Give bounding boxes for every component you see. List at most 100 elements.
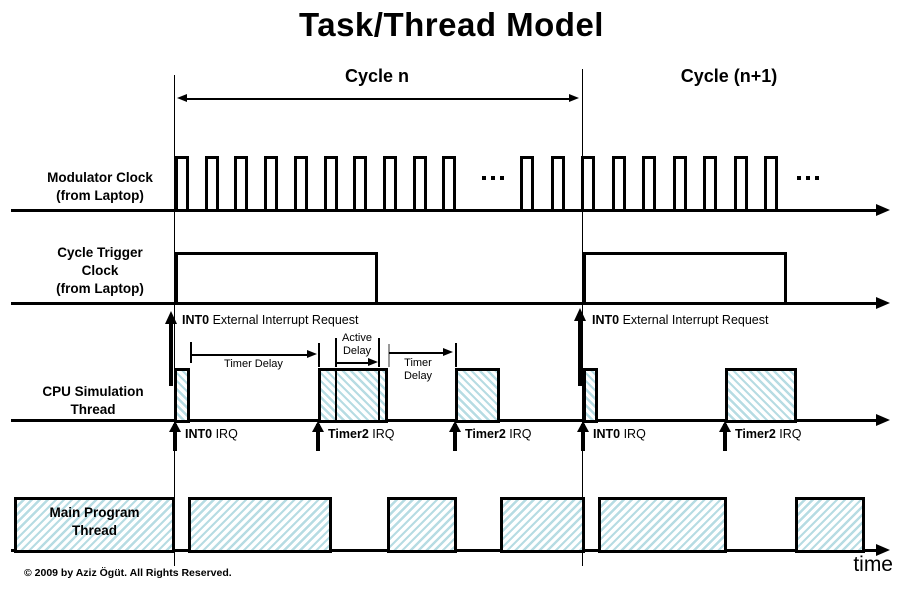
delay-tick [455, 343, 457, 367]
active-delay-label: Active Delay [342, 332, 372, 357]
delay-tick [318, 343, 320, 367]
int0-external-interrupt-request-label-2: INT0 External Interrupt Request [592, 313, 768, 327]
clock-pulse [324, 156, 338, 210]
irq-label: INT0 IRQ [185, 427, 238, 441]
clock-pulse [353, 156, 367, 210]
main-activity-block [598, 497, 727, 553]
clock-pulse [383, 156, 397, 210]
irq-label-rest-text: IRQ [775, 427, 802, 441]
cpu-activity-block [174, 368, 190, 423]
irq-label-bold-text: INT0 [593, 427, 621, 441]
clock-pulse [234, 156, 248, 210]
irq-label-rest-text: IRQ [505, 427, 532, 441]
irq-arrowhead [719, 421, 731, 432]
clock-pulse [703, 156, 717, 210]
irq-arrowhead [169, 421, 181, 432]
clock-pulse [175, 156, 189, 210]
delay-arrowhead-right [307, 350, 317, 358]
modulator-axis-line [11, 209, 878, 212]
main-activity-block [188, 497, 332, 553]
irq-label-rest-text: IRQ [368, 427, 395, 441]
irq-arrowhead [577, 421, 589, 432]
cycle-span-line [186, 98, 570, 100]
cycle-n1-label: Cycle (n+1) [680, 66, 778, 86]
page-title: Task/Thread Model [299, 6, 604, 43]
delay-tick [388, 344, 390, 367]
ellipsis-dot [500, 176, 504, 180]
main-activity-block [387, 497, 457, 553]
int0-request-rest-text: External Interrupt Request [209, 313, 359, 327]
clock-pulse [612, 156, 626, 210]
cycle-n-label: Cycle n [344, 66, 410, 86]
int0-external-interrupt-request-label-1: INT0 External Interrupt Request [182, 313, 358, 327]
irq-label-bold-text: Timer2 [465, 427, 506, 441]
cycle-span-arrowhead-left [177, 94, 187, 102]
clock-pulse [264, 156, 278, 210]
timer-delay-2-label: Timer Delay [403, 357, 433, 382]
cpu-activity-block [318, 368, 388, 423]
delay-arrow-line [336, 362, 370, 364]
cpu-axis-arrowhead [876, 414, 890, 426]
cpu-block-divider [335, 368, 337, 420]
cpu-simulation-thread-row-label: CPU Simulation Thread [42, 384, 144, 417]
irq-label-bold-text: Timer2 [735, 427, 776, 441]
clock-pulse [205, 156, 219, 210]
irq-arrowhead [449, 421, 461, 432]
int0-request-arrowhead [165, 311, 177, 324]
irq-label-rest-text: IRQ [620, 427, 646, 441]
timer-delay-1-label: Timer Delay [224, 358, 283, 370]
main-activity-block [795, 497, 865, 553]
irq-label-rest-text: IRQ [212, 427, 238, 441]
time-axis-label: time [853, 553, 893, 576]
int0-request-arrow-shaft [578, 317, 582, 386]
trigger-pulse [583, 252, 787, 303]
int0-request-arrowhead [574, 308, 586, 321]
cpu-axis-line [11, 419, 878, 422]
clock-pulse [520, 156, 534, 210]
cpu-activity-block [583, 368, 598, 423]
delay-arrow-line [389, 352, 445, 354]
irq-arrow-shaft [723, 424, 727, 451]
irq-arrow-shaft [316, 424, 320, 451]
trigger-pulse [175, 252, 378, 303]
irq-arrow-shaft [581, 424, 585, 451]
irq-arrow-shaft [173, 424, 177, 451]
int0-request-rest-text: External Interrupt Request [619, 313, 769, 327]
irq-arrowhead [312, 421, 324, 432]
cycle-trigger-clock-row-label: Cycle Trigger Clock (from Laptop) [56, 245, 144, 296]
cycle-span-arrowhead-right [569, 94, 579, 102]
clock-pulse [581, 156, 595, 210]
trigger-axis-line [11, 302, 878, 305]
irq-label: INT0 IRQ [593, 427, 646, 441]
irq-arrow-shaft [453, 424, 457, 451]
main-axis-arrowhead [876, 544, 890, 556]
cpu-activity-block [725, 368, 797, 423]
ellipsis-dot [491, 176, 495, 180]
clock-pulse [642, 156, 656, 210]
clock-pulse [734, 156, 748, 210]
clock-pulse [294, 156, 308, 210]
irq-label: Timer2 IRQ [465, 427, 531, 441]
delay-tick [335, 338, 337, 367]
clock-pulse [551, 156, 565, 210]
delay-arrowhead-right [368, 358, 378, 366]
delay-arrowhead-right [443, 348, 453, 356]
main-activity-block [14, 497, 175, 553]
irq-label-bold-text: Timer2 [328, 427, 369, 441]
irq-label-bold-text: INT0 [185, 427, 213, 441]
clock-pulse [764, 156, 778, 210]
ellipsis-dot [815, 176, 819, 180]
delay-arrow-line [191, 354, 309, 356]
ellipsis-dot [482, 176, 486, 180]
int0-request-bold-text: INT0 [592, 313, 620, 327]
clock-pulse [413, 156, 427, 210]
main-program-thread-row-label: Main Program Thread [49, 505, 140, 538]
irq-label: Timer2 IRQ [735, 427, 801, 441]
int0-request-arrow-shaft [169, 320, 173, 386]
main-activity-block [500, 497, 585, 553]
clock-pulse [442, 156, 456, 210]
delay-tick [378, 338, 380, 367]
cpu-block-divider [378, 368, 380, 420]
clock-pulse [673, 156, 687, 210]
